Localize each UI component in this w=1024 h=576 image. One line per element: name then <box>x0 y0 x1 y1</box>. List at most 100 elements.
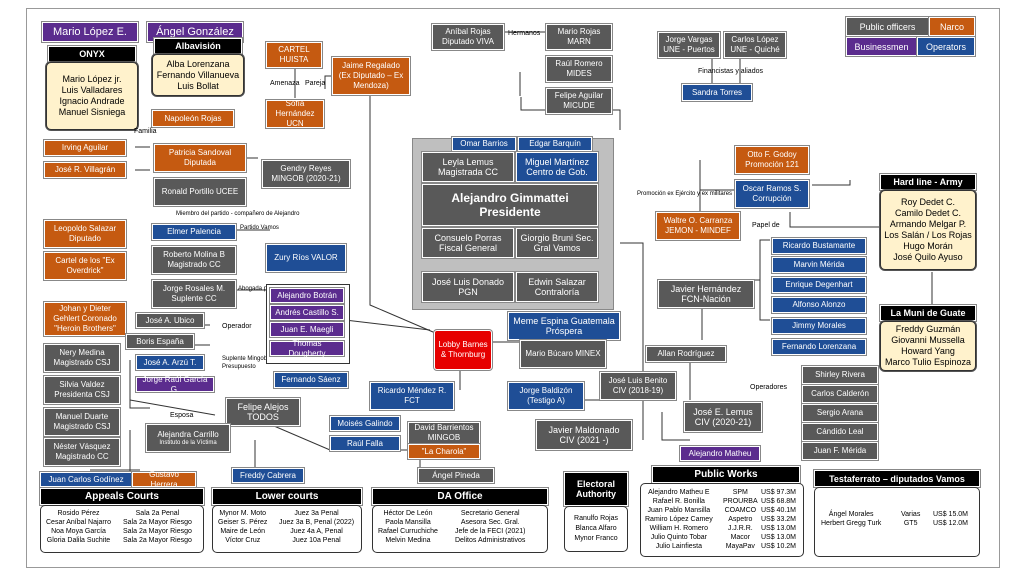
nery-medina-box: Nery Medina Magistrado CSJ <box>44 344 120 372</box>
mario-lopez-box: Mario López E. <box>42 22 138 42</box>
boris-espana-box: Boris España <box>126 334 194 349</box>
miguel-martinez-box: Miguel Martínez Centro de Gob. <box>516 152 598 182</box>
gustavo-herrera-box: Gustavo Herrera <box>132 470 196 489</box>
sandra-torres-box: Sandra Torres <box>682 84 752 101</box>
jorge-vargas-box: Jorge Vargas UNE - Puertos <box>658 32 720 58</box>
label-familia: Familia <box>134 128 157 135</box>
juan-carlos-godinez-box: Juan Carlos Godínez <box>40 472 132 487</box>
david-barrientos-box: David Barrientos MINGOB <box>408 422 480 444</box>
mario-bucaro-box: Mario Búcaro MINEX <box>520 340 606 368</box>
la-charola-box: "La Charola" <box>408 444 480 459</box>
fernando-saenz-box: Fernando Sáenz <box>274 372 348 388</box>
label-financistas: Financistas y aliados <box>698 68 763 75</box>
juan-merida-box: Juan F. Mérida <box>802 442 878 460</box>
jorge-garcia-box: Jorge Raúl García G. <box>136 375 214 394</box>
jimmy-morales-box: Jimmy Morales <box>772 318 866 334</box>
angel-pineda-box: Ángel Pineda <box>418 468 494 483</box>
leyla-lemus-box: Leyla Lemus Magistrada CC <box>422 152 514 182</box>
jose-lemus-box: José E. Lemus CIV (2020-21) <box>684 402 762 432</box>
legend-operators: Operators <box>917 37 975 56</box>
jorge-rosales-box: Jorge Rosales M. Suplente CC <box>152 280 236 308</box>
zury-rios-box: Zury Ríos VALOR <box>266 244 346 272</box>
raul-romero-box: Raúl Romero MIDES <box>546 56 612 82</box>
albavision-header: Albavisión <box>154 38 242 54</box>
label-esposa: Esposa <box>170 412 194 419</box>
jorge-baldizon-box: Jorge Baldizón (Testigo A) <box>508 382 584 410</box>
ricardo-mendez-box: Ricardo Méndez R. FCT <box>370 382 454 410</box>
thomas-dougherty-box: Thomas Dougherty <box>270 339 344 358</box>
ricardo-bustamante-box: Ricardo Bustamante <box>772 238 866 254</box>
label-pareja: Pareja <box>305 80 326 87</box>
felipe-alejos-box: Felipe Alejos TODOS <box>226 398 300 426</box>
jose-arzu-box: José A. Arzú T. <box>136 355 204 370</box>
consuelo-porras-box: Consuelo Porras Fiscal General <box>422 228 514 258</box>
gendry-reyes-box: Gendry Reyes MINGOB (2020-21) <box>262 160 350 188</box>
label-suplente: Suplente Mingob 1.1 Presupuesto <box>222 356 278 370</box>
patricia-sandoval-box: Patricia Sandoval Diputada <box>154 144 246 172</box>
manuel-duarte-box: Manuel Duarte Magistrado CSJ <box>44 408 120 436</box>
label-operadores: Operadores <box>750 384 787 391</box>
legend-public-officers: Public officers <box>846 17 929 36</box>
andres-castillo-box: Andrés Castillo S. <box>270 305 344 320</box>
elmer-palencia-box: Elmer Palencia <box>152 224 236 240</box>
label-hermanos: Hermanos <box>508 30 541 37</box>
leopoldo-salazar-box: Leopoldo Salazar Diputado <box>44 220 126 248</box>
felipe-aguilar-box: Felipe Aguilar MICUDE <box>546 88 612 114</box>
onyx-header: ONYX <box>48 46 136 62</box>
hardline-members: Roy Dedet C.Camilo Dedet C.Armando Melga… <box>880 190 976 270</box>
oscar-ramos-box: Oscar Ramos S. Corrupción <box>735 180 809 208</box>
donado-box: José Luis Donado PGN <box>422 272 514 302</box>
candido-leal-box: Cándido Leal <box>802 423 878 441</box>
edgar-barquin-box: Edgar Barquín <box>518 137 592 151</box>
waltre-carranza-box: Waltre O. Carranza JEMON - MINDEF <box>656 212 740 240</box>
silvia-valdez-box: Silvia Valdez Presidenta CSJ <box>44 376 120 404</box>
giammattei-box: Alejandro Gimmattei Presidente <box>422 184 598 226</box>
label-partido: Partido Vamos <box>240 225 279 231</box>
ronald-portillo-box: Ronald Portillo UCEE <box>154 178 246 206</box>
label-promocion: Promoción ex Ejército y ex militares <box>637 191 733 197</box>
lower-courts-header: Lower courts <box>212 488 362 505</box>
sofia-hernandez-box: Sofía Hernández UCN <box>266 99 324 128</box>
gehlert-brothers-box: Johan y Dieter Gehlert Coronado "Heroin … <box>44 302 126 336</box>
alfonso-alonzo-box: Alfonso Alonzo <box>772 297 866 313</box>
javier-maldonado-box: Javier Maldonado CIV (2021 -) <box>536 420 632 450</box>
roberto-molina-box: Roberto Molina B Magistrado CC <box>152 246 236 274</box>
carlos-calderon-box: Carlos Calderón <box>802 385 878 403</box>
nestor-vasquez-box: Néster Vásquez Magistrado CC <box>44 438 120 466</box>
javier-hernandez-box: Javier Hernández FCN-Nación <box>658 280 754 308</box>
carlos-lopez-box: Carlos López UNE - Quiché <box>724 32 786 58</box>
napoleon-rojas-box: Napoleón Rojas <box>152 110 234 127</box>
irving-aguilar-box: Irving Aguilar <box>44 140 126 156</box>
legend-businessmen: Businessmen <box>846 37 917 56</box>
legend-narco: Narco <box>929 17 975 36</box>
allan-rodriguez-box: Allan Rodríguez <box>646 346 726 362</box>
jaime-regalado-box: Jaime Regalado (Ex Diputado – Ex Mendoza… <box>332 57 410 95</box>
label-operador: Operador <box>222 323 252 330</box>
label-papel: Papel de <box>752 222 780 229</box>
mario-rojas-box: Mario Rojas MARN <box>546 24 612 50</box>
hardline-header: Hard line - Army <box>880 174 976 190</box>
appeals-header: Appeals Courts <box>40 488 204 505</box>
meme-espina-box: Meme Espina Guatemala Próspera <box>508 312 620 340</box>
marvin-merida-box: Marvin Mérida <box>772 257 866 273</box>
enrique-degenhart-box: Enrique Degenhart <box>772 277 866 293</box>
giorgio-bruni-box: Giorgio Bruni Sec. Gral Vamos <box>516 228 598 258</box>
public-works-header: Public Works <box>652 466 800 483</box>
label-amenaza: Amenaza <box>270 80 300 87</box>
fernando-lorenzana-box: Fernando Lorenzana <box>772 339 866 355</box>
lobby-barnes-box: Lobby Barnes & Thornburg <box>434 330 492 370</box>
cartel-overdrick-box: Cartel de los "Ex Overdrick" <box>44 252 126 280</box>
moises-galindo-box: Moisés Galindo <box>330 416 400 431</box>
muni-header: La Muni de Guate <box>880 305 976 321</box>
cartel-huista-box: CARTEL HUISTA <box>266 42 322 68</box>
alejandro-botran-box: Alejandro Botrán <box>270 288 344 303</box>
